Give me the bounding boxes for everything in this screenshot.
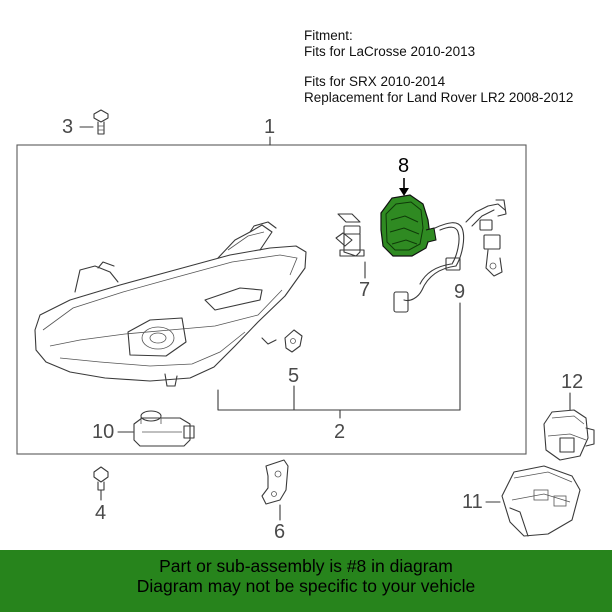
module-part-11 <box>501 465 581 537</box>
fitment-line-srx: Fits for SRX 2010-2014 <box>304 74 446 89</box>
banner-line-disclaimer: Diagram may not be specific to your vehi… <box>136 576 476 596</box>
callout-12: 12 <box>561 371 584 393</box>
callout-8: 8 <box>398 155 410 177</box>
ballast-cover-part-8 <box>380 194 437 257</box>
arrow-8-head <box>399 188 409 196</box>
bracket-part-6 <box>261 459 289 505</box>
callout-2: 2 <box>334 421 346 443</box>
ballast-module-part-10 <box>133 410 195 447</box>
wiring-harness-part-9 <box>393 199 507 313</box>
fitment-heading: Fitment: <box>304 28 353 43</box>
fitment-line-lacrosse: Fits for LaCrosse 2010-2013 <box>304 44 476 59</box>
banner-line-part: Part or sub-assembly is #8 in diagram <box>159 556 453 576</box>
bulb-part-7 <box>335 213 365 257</box>
callout-5: 5 <box>288 365 300 387</box>
callout-11: 11 <box>462 491 483 513</box>
fitment-line-lr2: Replacement for Land Rover LR2 2008-2012 <box>304 90 574 105</box>
callout-10: 10 <box>92 421 115 443</box>
screw-part-3 <box>93 109 109 135</box>
callout-3: 3 <box>62 116 74 138</box>
headlamp-housing <box>34 221 307 387</box>
callout-7: 7 <box>359 279 371 301</box>
callout-4: 4 <box>95 502 107 524</box>
fastener-part-4 <box>93 466 109 491</box>
info-banner: Part or sub-assembly is #8 in diagram Di… <box>0 550 612 612</box>
leader-2-bracket <box>217 389 461 411</box>
callout-6: 6 <box>274 521 286 543</box>
connector-part-12 <box>543 409 595 461</box>
callout-9: 9 <box>454 281 466 303</box>
callout-1: 1 <box>264 116 276 138</box>
assembly-box <box>16 144 527 455</box>
clip-part-5 <box>284 329 303 353</box>
